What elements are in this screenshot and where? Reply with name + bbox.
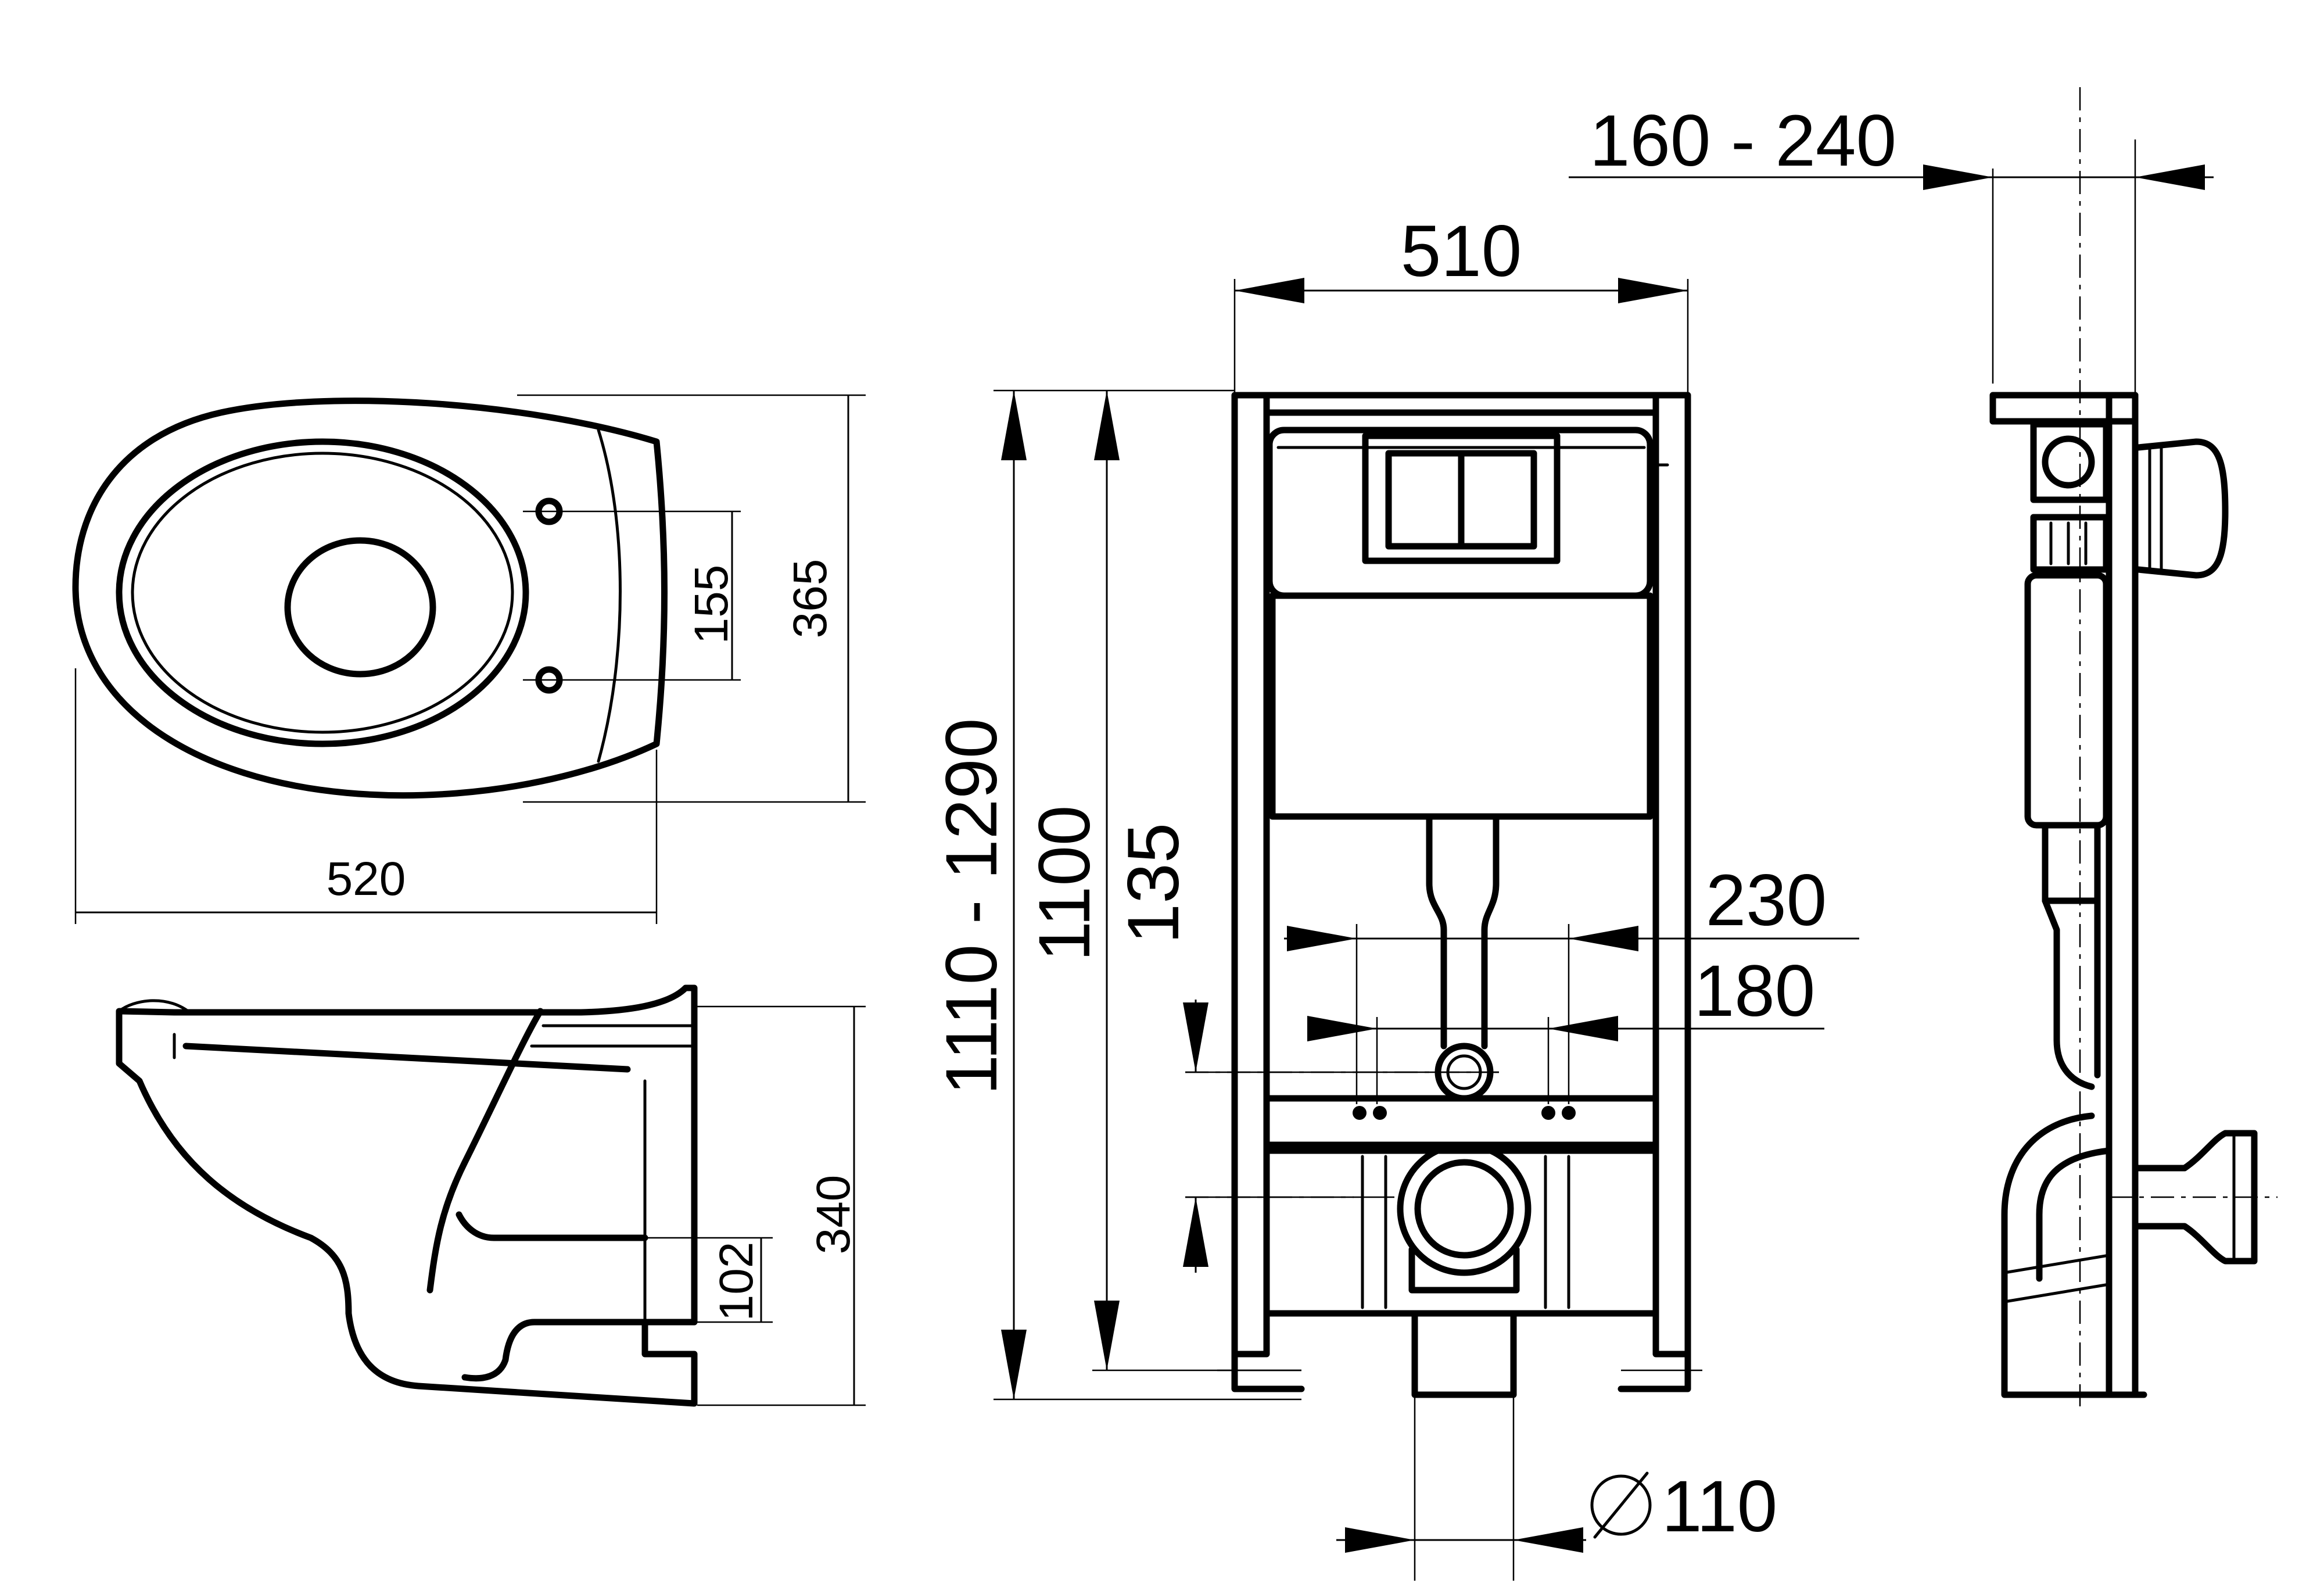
dim-rod-spacing-inner: 180 [1694, 951, 1816, 1032]
dim-frame-height-range: 1110 - 1290 [931, 718, 1012, 1095]
frame-front-view [994, 279, 1859, 1581]
dim-rod-spacing-outer: 230 [1706, 860, 1827, 941]
dim-outlet-offset: 135 [1113, 823, 1194, 944]
dim-wall-depth-range: 160 - 240 [1590, 101, 1896, 181]
dim-bowl-width: 365 [784, 559, 837, 639]
frame-side-view [1569, 87, 2278, 1406]
dim-frame-height: 1100 [1024, 805, 1105, 962]
bowl-side-view [116, 984, 866, 1407]
dim-frame-width: 510 [1401, 211, 1522, 292]
dim-bolt-spacing: 155 [685, 565, 738, 644]
dim-outlet-height: 102 [710, 1242, 763, 1322]
bowl-top-view [72, 394, 866, 924]
dim-bowl-height: 340 [807, 1175, 860, 1255]
dim-drain-diameter: 110 [1662, 1466, 1777, 1547]
dim-bowl-length: 520 [327, 853, 406, 905]
